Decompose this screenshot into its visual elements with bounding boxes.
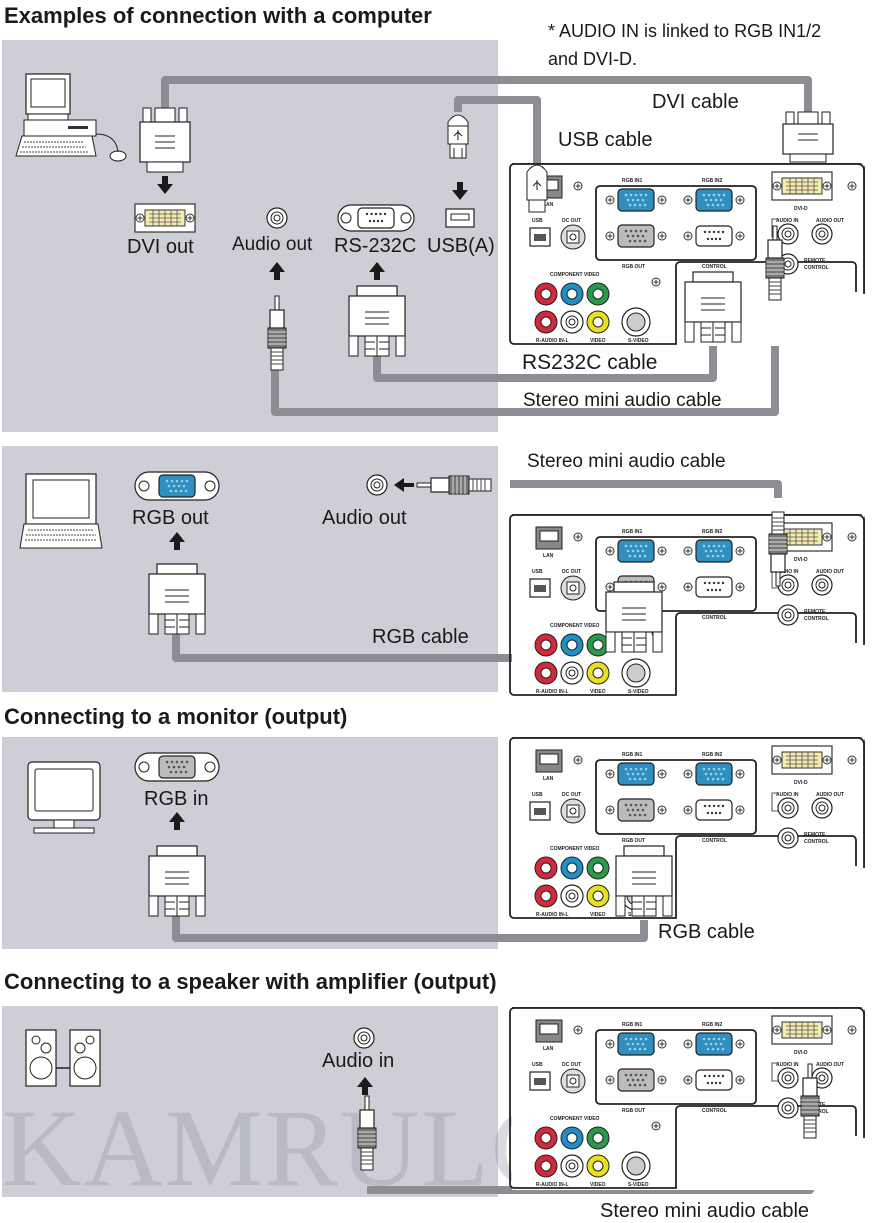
section4-graphics: [25, 1008, 865, 1194]
rgb-out-port-icon: [134, 471, 220, 501]
mini-plug-horizontal-icon: [416, 475, 492, 495]
rs232c-cable-line: [373, 340, 717, 382]
audio-in-note-line1: * AUDIO IN is linked to RGB IN1/2: [548, 21, 822, 41]
dvi-cable-line: [161, 76, 812, 112]
heading-monitor-output: Connecting to a monitor (output): [4, 704, 348, 729]
audio-in-note: * AUDIO IN is linked to RGB IN1/2 and DV…: [548, 17, 821, 73]
rgb-in-port-icon: [134, 752, 220, 782]
port-label-audio-out-2: Audio out: [322, 507, 407, 529]
projector-panel-3: [510, 738, 865, 920]
usb-a-port-icon: [445, 208, 475, 228]
audio-cable-line-1: [271, 300, 779, 416]
projector-panel-2: [510, 515, 865, 697]
section1-panel: [2, 40, 498, 432]
cable-label-rgb-3: RGB cable: [658, 921, 755, 943]
heading-speaker-output: Connecting to a speaker with amplifier (…: [4, 969, 497, 994]
cable-label-audio-2: Stereo mini audio cable: [527, 451, 726, 472]
usb-plug-icon: [447, 114, 469, 159]
cable-label-usb: USB cable: [558, 129, 653, 151]
cable-label-rgb-2: RGB cable: [372, 626, 469, 648]
cable-label-dvi: DVI cable: [652, 91, 739, 113]
rs232c-port-icon: [337, 204, 415, 232]
audio-in-note-line2: and DVI-D.: [548, 49, 638, 69]
cable-label-audio-1: Stereo mini audio cable: [523, 390, 722, 411]
section2-graphics: [19, 471, 865, 697]
laptop-computer-icon: [19, 473, 103, 549]
port-label-dvi-out: DVI out: [127, 236, 194, 258]
section3-graphics: [27, 738, 865, 942]
monitor-icon: [27, 761, 101, 834]
port-label-rgb-in: RGB in: [144, 788, 209, 810]
port-label-rs232c: RS-232C: [334, 235, 417, 257]
cable-label-rs232c: RS232C cable: [522, 351, 658, 374]
audio-cable-line-2: [510, 480, 782, 498]
port-label-audio-in: Audio in: [322, 1050, 395, 1072]
speakers-icon: [25, 1029, 101, 1087]
dvi-plug-icon: [139, 107, 191, 173]
rs232c-plug-left-icon: [348, 285, 406, 357]
port-label-usb-a: USB(A): [427, 235, 495, 257]
port-label-audio-out: Audio out: [232, 234, 313, 255]
section1-graphics: [15, 73, 865, 416]
heading-computer-connection: Examples of connection with a computer: [4, 3, 432, 28]
port-label-rgb-out: RGB out: [132, 507, 209, 529]
usb-cable-line: [454, 96, 541, 170]
desktop-computer-icon: [15, 73, 127, 162]
cable-label-audio-4: Stereo mini audio cable: [600, 1200, 810, 1222]
